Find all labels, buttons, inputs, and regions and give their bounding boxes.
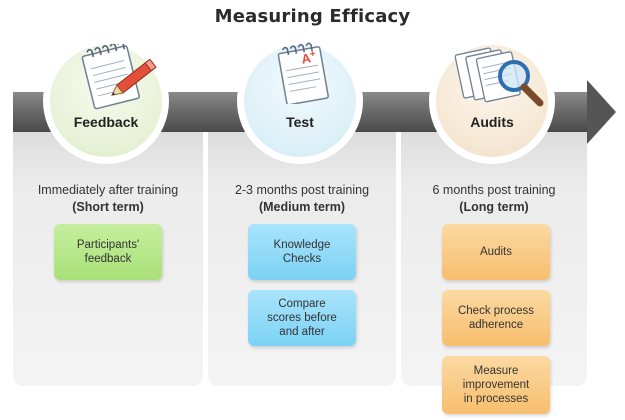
timeline-arrow-head [587, 80, 616, 144]
timing-text: 6 months post training [432, 183, 556, 197]
timing-text: 2-3 months post training [234, 183, 370, 197]
compare-scores-box: Compare scores before and after [248, 290, 356, 346]
stage-label-audits: Audits [470, 114, 514, 130]
documents-magnifier-icon [454, 47, 544, 107]
participants-feedback-box: Participants' feedback [54, 224, 162, 280]
stage-label-feedback: Feedback [73, 114, 139, 130]
notepad-pencil-icon [81, 44, 157, 110]
term-label: (Short term) [72, 200, 144, 214]
term-label: (Medium term) [258, 200, 346, 214]
knowledge-checks-box: Knowledge Checks [248, 224, 356, 280]
timing-text: Immediately after training [37, 183, 179, 197]
timing-short-term: Immediately after training (Short term) [13, 182, 203, 216]
term-label: (Long term) [459, 200, 529, 214]
check-process-adherence-box: Check process adherence [442, 290, 550, 346]
audits-box: Audits [442, 224, 550, 280]
timing-long-term: 6 months post training (Long term) [399, 182, 589, 216]
svg-text:A: A [300, 50, 312, 67]
measure-improvement-box: Measure improvement in processes [442, 356, 550, 414]
stage-label-test: Test [286, 114, 314, 130]
svg-text:+: + [309, 48, 317, 60]
diagram-title: Measuring Efficacy [214, 6, 411, 27]
timing-medium-term: 2-3 months post training (Medium term) [207, 182, 397, 216]
graded-test-icon: A + [277, 42, 329, 104]
